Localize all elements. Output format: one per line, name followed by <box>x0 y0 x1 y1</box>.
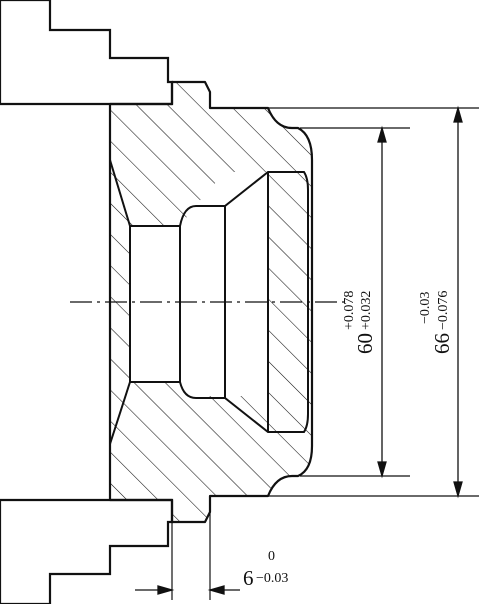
part-outline <box>108 80 314 524</box>
bore-nominal: 60 <box>353 333 377 354</box>
outer-lower-tol: −0.076 <box>436 291 451 330</box>
outer-nominal: 66 <box>430 333 454 354</box>
width-lower-tol: −0.03 <box>256 571 288 586</box>
part-cross-section <box>110 82 312 522</box>
extension-lines <box>171 107 479 600</box>
outer-dimension-line <box>453 105 463 499</box>
lower-chuck-jaw <box>0 498 174 604</box>
outer-upper-tol: −0.03 <box>418 292 433 324</box>
width-dimension-label: 6 0 −0.03 <box>243 549 288 590</box>
upper-chuck-jaw <box>0 0 174 106</box>
width-upper-tol: 0 <box>268 549 275 564</box>
width-nominal: 6 <box>243 566 254 590</box>
bore-upper-tol: +0.078 <box>342 291 357 330</box>
bore-lower-tol: +0.032 <box>359 291 374 330</box>
bore-dimension-line <box>377 125 387 479</box>
width-dimension-line <box>135 585 240 595</box>
bore-dimension-label: 60 +0.078 +0.032 <box>342 291 377 354</box>
outer-dimension-label: 66 −0.03 −0.076 <box>418 291 454 354</box>
